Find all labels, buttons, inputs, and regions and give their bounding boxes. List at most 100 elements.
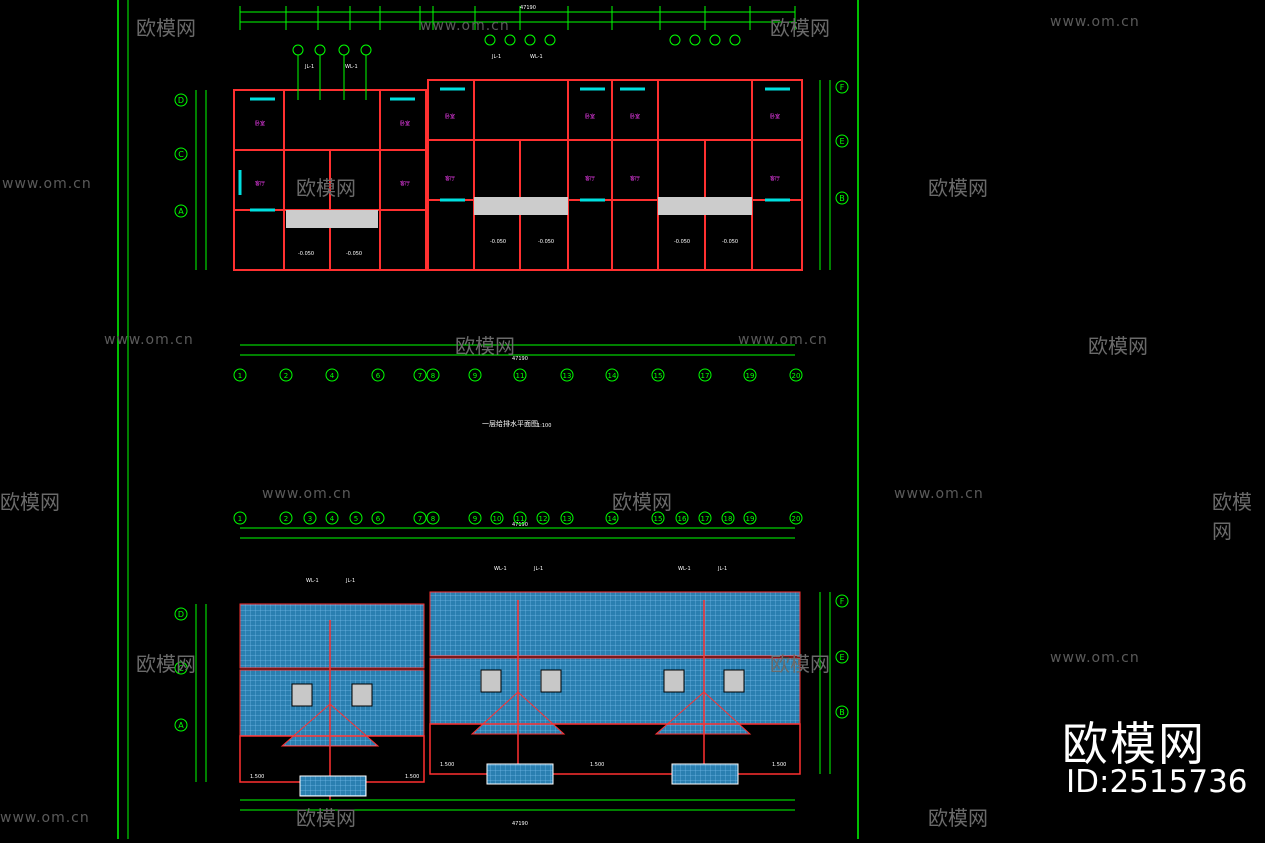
- axis-letter: A: [178, 721, 184, 730]
- svg-text:卧室: 卧室: [770, 113, 780, 120]
- level-label: 1.500: [772, 762, 786, 768]
- axis-letter: E: [839, 137, 844, 146]
- axis-bubble: [490, 511, 504, 525]
- svg-text:客厅: 客厅: [585, 175, 595, 182]
- axis-bubble: [413, 511, 427, 525]
- axis-number: 2: [284, 372, 288, 380]
- watermark-brand: 欧模网: [770, 16, 830, 40]
- watermark-url: www.om.cn: [104, 332, 194, 348]
- axis-number: 18: [724, 515, 733, 523]
- axis-bubble: [303, 511, 317, 525]
- axis-number: 14: [608, 372, 617, 380]
- watermark-brand: 欧模网: [1212, 490, 1252, 543]
- watermark-url: www.om.cn: [1050, 650, 1140, 666]
- svg-text:卧室: 卧室: [445, 113, 455, 120]
- axis-number: 14: [608, 515, 617, 523]
- axis-letter: D: [178, 610, 184, 619]
- axis-letter: C: [178, 150, 184, 159]
- riser-label: JL-1: [304, 64, 314, 70]
- top-plan-scale: 1:100: [537, 423, 551, 429]
- riser-label: JL-1: [345, 578, 355, 584]
- axis-number: 15: [654, 372, 663, 380]
- roof-top-dimension: 47190: [512, 522, 528, 528]
- axis-bubble: [698, 368, 712, 382]
- axis-bubble: [325, 368, 339, 382]
- axis-number: 13: [563, 515, 572, 523]
- axis-number: 8: [431, 372, 435, 380]
- axis-letter: C: [178, 664, 184, 673]
- axis-number: 11: [516, 372, 525, 380]
- axis-bubble: [279, 368, 293, 382]
- axis-number: 1: [238, 515, 242, 523]
- axis-bubble: [413, 368, 427, 382]
- axis-bubble: [371, 368, 385, 382]
- watermark-brand: 欧模网: [1088, 334, 1148, 358]
- axis-bubble: [560, 511, 574, 525]
- axis-bubble: [651, 368, 665, 382]
- riser-label: JL-1: [491, 54, 501, 60]
- axis-bubble: [513, 511, 527, 525]
- axis-bubble: [468, 368, 482, 382]
- axis-number: 9: [473, 515, 477, 523]
- axis-bubble: [721, 511, 735, 525]
- watermark-brand: 欧模网: [612, 490, 672, 514]
- axis-bubble: [651, 511, 665, 525]
- brand-id-label: ID:2515736: [1066, 764, 1248, 800]
- axis-number: 20: [792, 515, 801, 523]
- axis-number: 19: [746, 372, 755, 380]
- level-label: -0.050: [538, 239, 554, 245]
- roof-bottom-dimension: 47190: [512, 821, 528, 827]
- axis-bubble: [349, 511, 363, 525]
- watermark-brand: 欧模网: [928, 176, 988, 200]
- riser-label: WL-1: [494, 566, 507, 572]
- riser-label: JL-1: [533, 566, 543, 572]
- axis-bubble: [605, 368, 619, 382]
- axis-letter: E: [839, 653, 844, 662]
- axis-number: 6: [376, 372, 381, 380]
- axis-number: 4: [330, 372, 335, 380]
- riser-label: WL-1: [530, 54, 543, 60]
- axis-bubble: [743, 511, 757, 525]
- riser-label: WL-1: [306, 578, 319, 584]
- level-label: 1.500: [250, 774, 264, 780]
- axis-bubble: [279, 511, 293, 525]
- axis-number: 2: [284, 515, 288, 523]
- level-label: -0.050: [674, 239, 690, 245]
- watermark-url: www.om.cn: [894, 486, 984, 502]
- axis-number: 13: [563, 372, 572, 380]
- top-floor-plan: 47190: [174, 5, 849, 429]
- axis-number: 7: [418, 372, 422, 380]
- level-label: 1.500: [440, 762, 454, 768]
- svg-text:客厅: 客厅: [630, 175, 640, 182]
- riser-label: WL-1: [678, 566, 691, 572]
- axis-bubble: [743, 368, 757, 382]
- svg-text:卧室: 卧室: [630, 113, 640, 120]
- axis-bubble: [536, 511, 550, 525]
- axis-bubble: [426, 368, 440, 382]
- riser-label: WL-1: [345, 64, 358, 70]
- drawing-frame: [117, 0, 859, 839]
- axis-number: 5: [354, 515, 358, 523]
- watermark-brand: 欧模网: [296, 176, 356, 200]
- axis-number: 16: [678, 515, 687, 523]
- axis-bubble: [560, 368, 574, 382]
- svg-text:客厅: 客厅: [770, 175, 780, 182]
- axis-number: 4: [330, 515, 335, 523]
- axis-bubble: [513, 368, 527, 382]
- axis-letter: B: [839, 194, 845, 203]
- axis-number: 9: [473, 372, 477, 380]
- axis-bubble: [325, 511, 339, 525]
- axis-bubble: [426, 511, 440, 525]
- watermark-brand: 欧模网: [0, 490, 60, 514]
- watermark-brand: 欧模网: [136, 16, 196, 40]
- watermark-url: www.om.cn: [1050, 14, 1140, 30]
- level-label: 1.500: [405, 774, 419, 780]
- axis-bubble: [468, 511, 482, 525]
- level-label: -0.050: [490, 239, 506, 245]
- watermark-url: www.om.cn: [0, 810, 90, 826]
- level-label: 1.500: [590, 762, 604, 768]
